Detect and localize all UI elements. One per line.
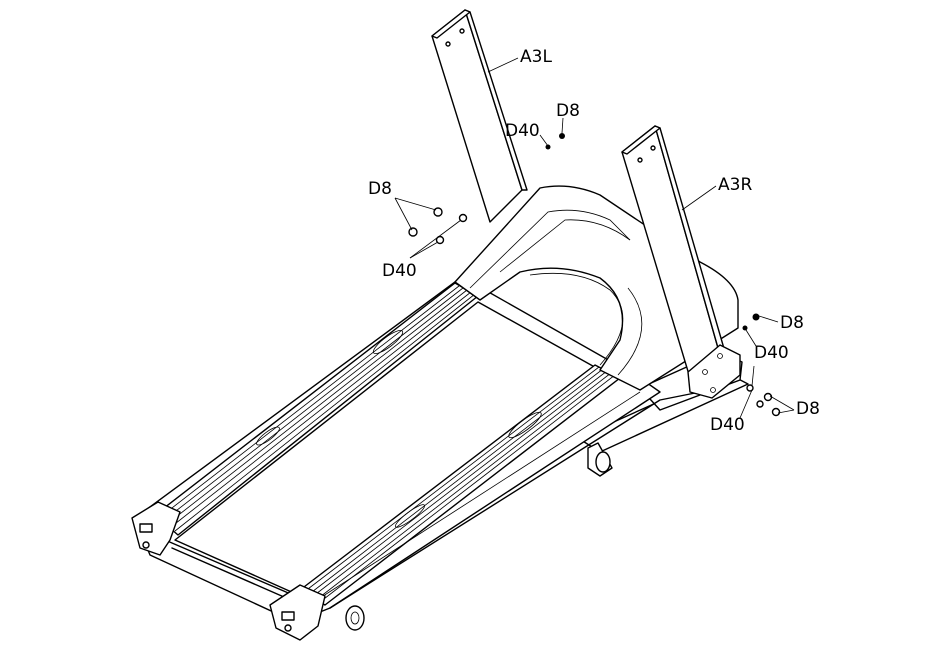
- label-d40-left: D40: [382, 261, 417, 281]
- label-d8-top: D8: [556, 101, 580, 121]
- label-a3r: A3R: [718, 175, 752, 195]
- label-d40-right-mid: D40: [754, 343, 789, 363]
- label-d8-right-bottom: D8: [796, 399, 820, 419]
- label-a3l: A3L: [520, 47, 552, 67]
- label-d8-right-top: D8: [780, 313, 804, 333]
- label-d8-left: D8: [368, 179, 392, 199]
- label-d40-right-bottom: D40: [710, 415, 745, 435]
- deck: [132, 282, 700, 640]
- label-d40-top: D40: [505, 121, 540, 141]
- upright-a3l: [432, 10, 527, 222]
